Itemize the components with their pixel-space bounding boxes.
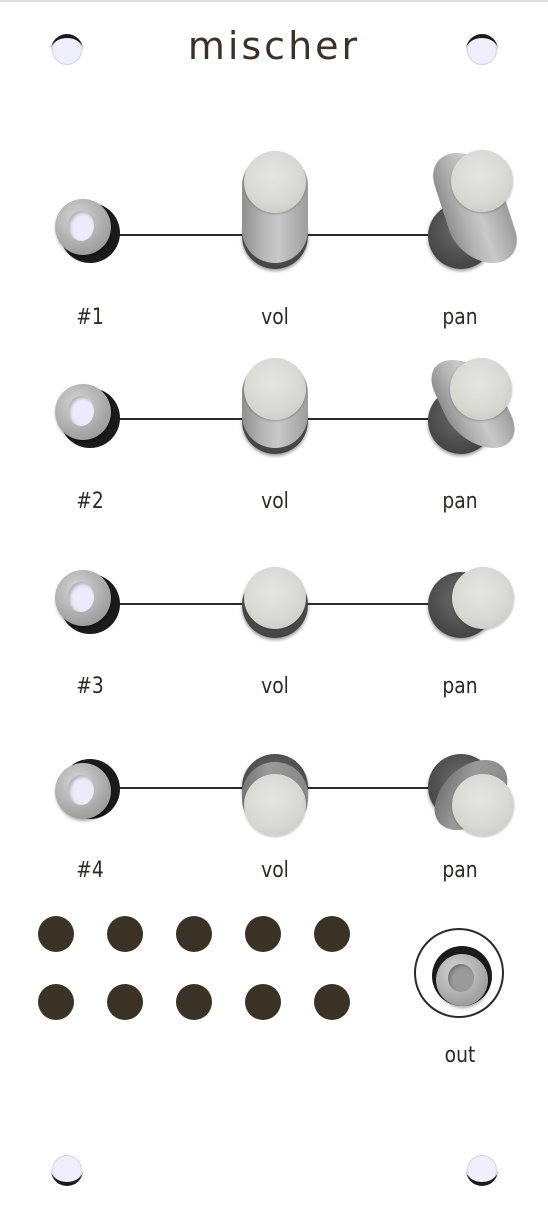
led-dot <box>38 916 74 952</box>
knob-cap <box>450 358 512 420</box>
jack-hole <box>68 775 94 805</box>
module-title: mischer <box>187 24 361 68</box>
knob-cap <box>452 567 514 629</box>
channel-3-pan-label: pan <box>442 674 478 699</box>
jack-ring <box>436 954 488 1006</box>
channel-4-pan-knob[interactable] <box>423 754 519 836</box>
screw-bottom-left-icon <box>51 1155 83 1186</box>
knob-cap <box>244 151 306 213</box>
led-dot <box>245 984 281 1020</box>
jack-hole <box>68 211 94 241</box>
channel-1-vol-label: vol <box>261 305 289 330</box>
knob-cap <box>451 150 513 212</box>
channel-2-input-jack[interactable] <box>55 384 120 448</box>
screw-top-right-icon <box>466 34 498 65</box>
jack-hole <box>68 582 94 612</box>
led-dot <box>245 916 281 952</box>
led-dot <box>107 984 143 1020</box>
channel-2-pan-label: pan <box>442 489 478 514</box>
screw-top-left-icon <box>51 34 83 65</box>
led-dot <box>38 984 74 1020</box>
channel-2-vol-knob[interactable] <box>242 358 308 454</box>
led-dot <box>176 984 212 1020</box>
channel-1-pan-knob[interactable] <box>424 150 526 269</box>
channel-1-vol-knob[interactable] <box>242 151 308 269</box>
channel-4-pan-label: pan <box>442 858 478 883</box>
knob-cap <box>244 567 306 629</box>
channel-1-pan-label: pan <box>442 305 478 330</box>
jack-hole <box>448 964 474 992</box>
channel-2-vol-label: vol <box>261 489 289 514</box>
jack-ring <box>55 763 111 819</box>
channel-2-pan-knob[interactable] <box>419 358 527 454</box>
knob-cap <box>244 358 306 420</box>
jack-hole <box>68 396 94 426</box>
channel-3-input-jack[interactable] <box>55 570 120 634</box>
jack-ring <box>55 384 111 440</box>
channel-4-vol-knob[interactable] <box>242 754 308 836</box>
channel-4-vol-label: vol <box>261 858 289 883</box>
led-dot <box>107 916 143 952</box>
channel-3-pan-knob[interactable] <box>428 567 514 638</box>
channel-1-input-jack[interactable] <box>55 199 120 263</box>
channel-3-vol-label: vol <box>261 674 289 699</box>
channel-3-input-label: #3 <box>76 674 104 699</box>
channel-4-input-label: #4 <box>76 858 104 883</box>
led-dot <box>314 916 350 952</box>
led-dot <box>176 916 212 952</box>
channel-4-input-jack[interactable] <box>55 759 120 819</box>
channel-1-input-label: #1 <box>76 305 104 330</box>
led-dot <box>314 984 350 1020</box>
knob-cap <box>244 774 306 836</box>
channel-2-input-label: #2 <box>76 489 104 514</box>
screw-bottom-right-icon <box>466 1155 498 1186</box>
jack-ring <box>55 199 111 255</box>
jack-ring <box>55 570 111 626</box>
output-label: out <box>444 1043 476 1068</box>
channel-3-vol-knob[interactable] <box>242 567 308 638</box>
output-jack[interactable] <box>432 946 492 1006</box>
knob-cap <box>452 774 514 836</box>
